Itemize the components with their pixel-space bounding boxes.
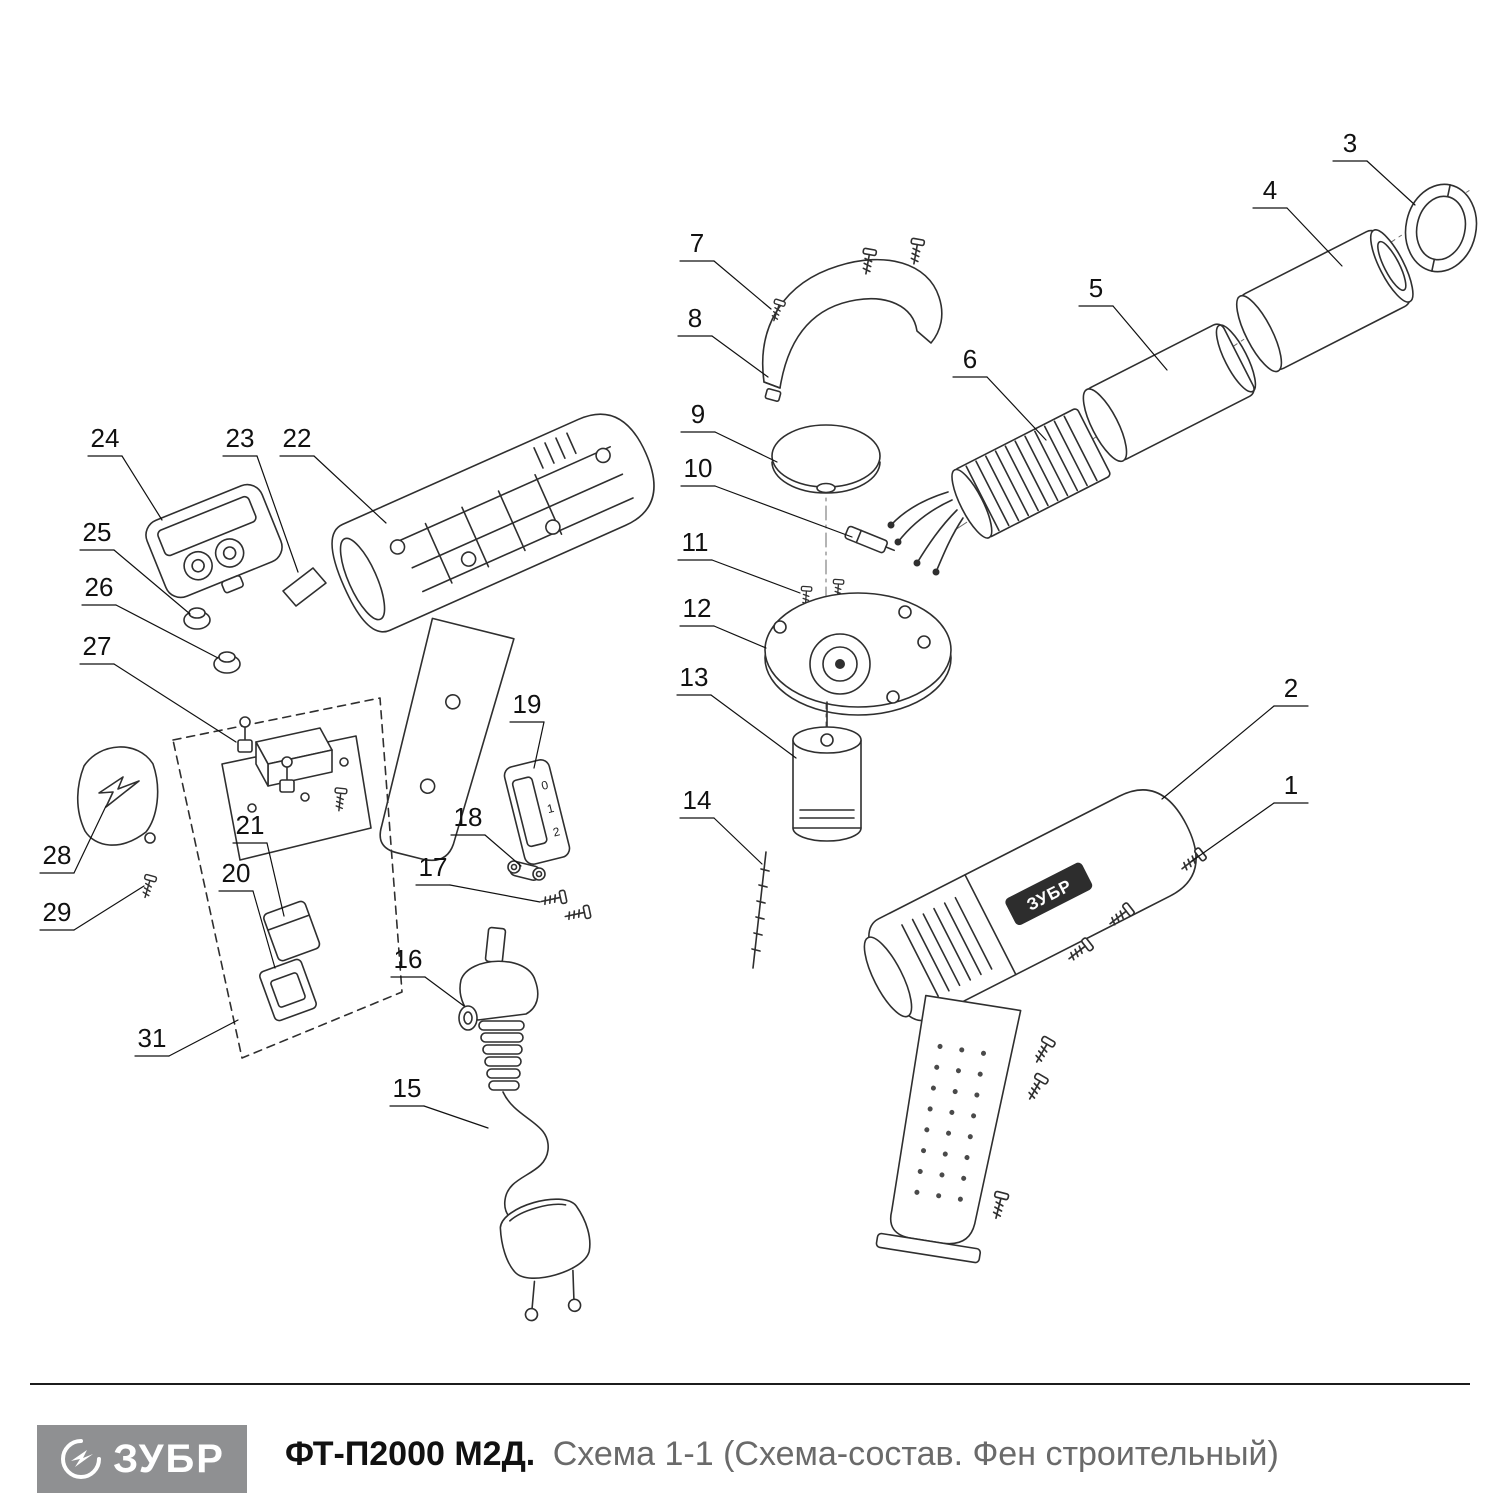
svg-text:8: 8 (688, 303, 702, 333)
part-drawing-block-21 (263, 900, 321, 962)
part-drawing-control-board (221, 716, 372, 861)
svg-text:5: 5 (1089, 273, 1103, 303)
brand-logo: ЗУБР (37, 1425, 247, 1493)
brand-name: ЗУБР (113, 1437, 225, 1481)
part-drawing-outer-tube (1082, 323, 1257, 463)
svg-text:4: 4 (1263, 175, 1277, 205)
part-drawing-nozzle-ring (1404, 183, 1478, 273)
svg-text:10: 10 (684, 453, 713, 483)
part-label-13: 13 (676, 662, 797, 759)
part-label-25: 25 (79, 517, 191, 615)
switch-position-label: 2 (551, 824, 561, 839)
svg-text:14: 14 (683, 785, 712, 815)
part-drawing-display-panel (145, 483, 283, 599)
svg-text:2: 2 (1284, 673, 1298, 703)
part-label-24: 24 (87, 423, 163, 521)
footer: ЗУБР ФТ-П2000 М2Д. Схема 1-1 (Схема-сост… (30, 1383, 1470, 1501)
kit-dashed-outline (172, 697, 403, 1059)
svg-text:17: 17 (419, 852, 448, 882)
svg-text:13: 13 (680, 662, 709, 692)
part-label-20: 20 (218, 858, 276, 969)
part-label-23: 23 (222, 423, 299, 573)
part-drawing-top-cover (762, 237, 943, 402)
part-drawing-block-20 (259, 958, 317, 1022)
part-label-4: 4 (1252, 175, 1343, 267)
part-labels-layer: 1234567891011121314151617181920212223242… (39, 128, 1416, 1129)
part-label-18: 18 (450, 802, 522, 867)
part-label-3: 3 (1332, 128, 1416, 206)
part-label-28: 28 (39, 805, 107, 874)
svg-text:22: 22 (283, 423, 312, 453)
diagram-title: ФТ-П2000 М2Д. Схема 1-1 (Схема-состав. Ф… (285, 1435, 1279, 1474)
part-drawing-cord-grommet (458, 926, 539, 1091)
part-drawing-clamp-screws (539, 889, 592, 924)
part-drawing-threaded-rod (751, 851, 770, 969)
svg-text:18: 18 (454, 802, 483, 832)
svg-text:9: 9 (691, 399, 705, 429)
part-label-14: 14 (679, 785, 763, 865)
part-drawing-switch: 0 1 2 (503, 759, 571, 865)
part-drawing-power-cord (499, 1091, 591, 1322)
scheme-subtitle: Схема 1-1 (Схема-состав. Фен строительны… (552, 1435, 1279, 1473)
svg-text:6: 6 (963, 344, 977, 374)
svg-text:31: 31 (138, 1023, 167, 1053)
svg-text:19: 19 (513, 689, 542, 719)
part-label-17: 17 (415, 852, 541, 903)
part-drawing-right-housing: ЗУБР (863, 789, 1208, 1264)
svg-text:28: 28 (43, 840, 72, 870)
svg-text:24: 24 (91, 423, 120, 453)
svg-text:20: 20 (222, 858, 251, 888)
part-label-27: 27 (79, 631, 237, 743)
part-label-2: 2 (1161, 673, 1309, 800)
part-label-10: 10 (680, 453, 853, 538)
part-label-11: 11 (677, 527, 801, 594)
svg-text:21: 21 (236, 810, 265, 840)
part-label-6: 6 (952, 344, 1047, 441)
part-label-5: 5 (1078, 273, 1168, 371)
part-label-29: 29 (39, 885, 145, 931)
svg-text:3: 3 (1343, 128, 1357, 158)
part-drawing-left-housing (331, 413, 655, 862)
part-drawing-button-25 (183, 607, 211, 630)
part-drawing-side-cover (76, 746, 159, 846)
part-drawing-fan (771, 424, 881, 494)
part-label-15: 15 (389, 1073, 489, 1129)
switch-position-label: 1 (546, 801, 556, 816)
part-drawing-motor (792, 701, 862, 842)
part-drawing-pad (282, 567, 327, 607)
part-drawing-terminal (844, 525, 895, 554)
part-drawing-inner-tube (1235, 229, 1414, 373)
part-label-9: 9 (680, 399, 778, 463)
svg-text:23: 23 (226, 423, 255, 453)
svg-text:7: 7 (690, 228, 704, 258)
zubr-arrow-icon (61, 1439, 102, 1479)
part-drawing-heating-element (887, 408, 1111, 576)
part-label-7: 7 (679, 228, 772, 310)
part-drawing-button-26 (213, 651, 241, 674)
exploded-view-artwork: 0 1 2 (76, 183, 1478, 1322)
svg-text:1: 1 (1284, 770, 1298, 800)
part-drawing-cable-clamp (507, 860, 546, 881)
svg-text:11: 11 (682, 527, 709, 557)
part-label-16: 16 (390, 944, 465, 1007)
svg-text:12: 12 (683, 593, 712, 623)
part-label-8: 8 (677, 303, 769, 378)
svg-text:27: 27 (83, 631, 112, 661)
part-label-12: 12 (679, 593, 767, 649)
part-label-19: 19 (509, 689, 545, 769)
part-drawing-baffle-plate (764, 592, 952, 716)
svg-text:15: 15 (393, 1073, 422, 1103)
exploded-diagram: 0 1 2 (39, 128, 1478, 1322)
switch-position-label: 0 (540, 778, 550, 793)
part-label-21: 21 (232, 810, 285, 917)
svg-text:26: 26 (85, 572, 114, 602)
svg-text:25: 25 (83, 517, 112, 547)
part-label-22: 22 (279, 423, 387, 524)
svg-text:29: 29 (43, 897, 72, 927)
part-label-1: 1 (1191, 770, 1309, 862)
part-label-31: 31 (134, 1019, 239, 1057)
part-label-26: 26 (81, 572, 219, 659)
svg-text:16: 16 (394, 944, 423, 974)
model-name: ФТ-П2000 М2Д. (285, 1435, 536, 1473)
